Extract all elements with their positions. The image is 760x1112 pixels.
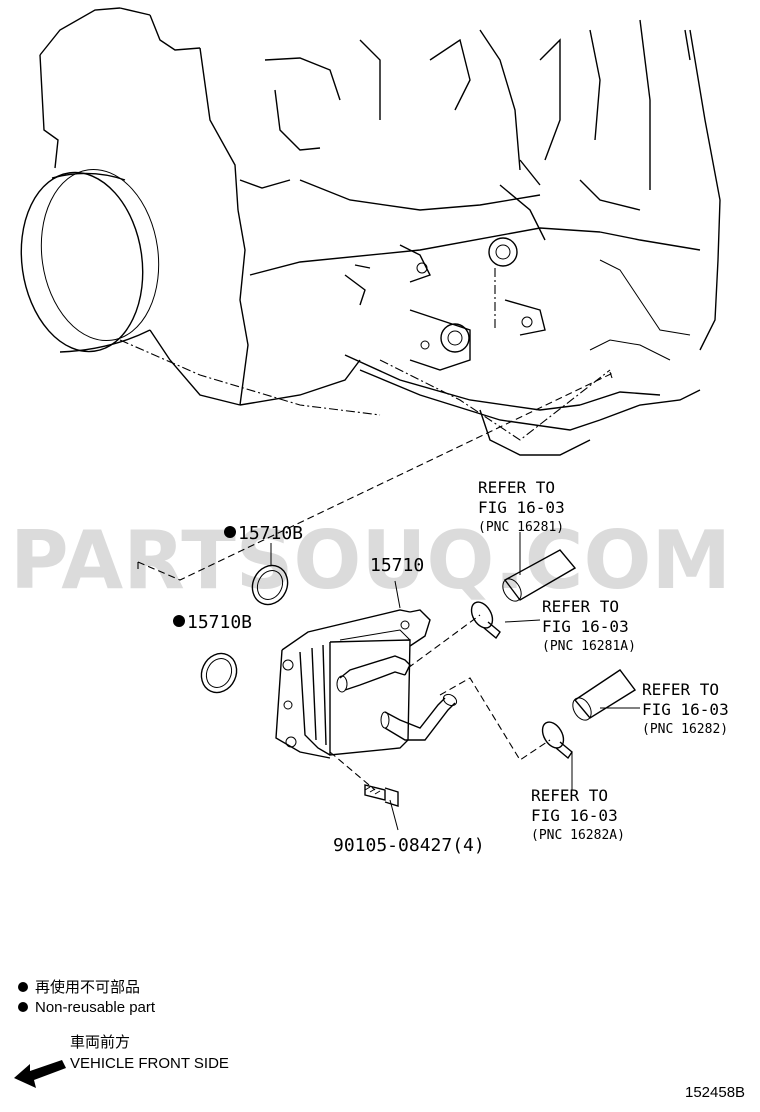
ref-line1: REFER TO	[642, 680, 719, 699]
ref-line1: REFER TO	[478, 478, 555, 497]
legend-jp: 再使用不可部品	[35, 979, 140, 996]
label-15710[interactable]: 15710	[370, 555, 424, 576]
ref-pnc: (PNC 16282A)	[531, 828, 625, 843]
ref-pnc: (PNC 16282)	[642, 722, 728, 737]
figure-id: 152458B	[685, 1084, 745, 1101]
ref-line1: REFER TO	[542, 597, 619, 616]
front-arrow-icon	[14, 1060, 66, 1088]
hose-16282[interactable]	[569, 669, 637, 723]
clamp-16281A[interactable]	[467, 598, 501, 640]
label-15710B-upper[interactable]: 15710B	[238, 523, 303, 544]
engine-block-drawing	[20, 7, 721, 456]
legend-bullet-en	[18, 1002, 28, 1012]
hose-16281[interactable]	[499, 549, 577, 604]
label-15710B-lower[interactable]: 15710B	[187, 612, 252, 633]
non-reusable-marker-upper	[224, 526, 236, 538]
non-reusable-marker-lower	[173, 615, 185, 627]
front-label-jp: 車両前方	[70, 1034, 130, 1051]
ref-pnc-16281[interactable]: REFER TO FIG 16-03 (PNC 16281)	[478, 478, 565, 535]
ref-line2: FIG 16-03	[642, 700, 729, 719]
ref-line2: FIG 16-03	[542, 617, 629, 636]
legend-en: Non-reusable part	[35, 999, 156, 1016]
clamp-16282A[interactable]	[538, 718, 573, 760]
ref-pnc-16281A[interactable]: REFER TO FIG 16-03 (PNC 16281A)	[542, 597, 636, 654]
oil-cooler-drawing[interactable]	[275, 609, 459, 759]
watermark: PARTSOUQ.COM	[10, 514, 731, 607]
ref-line1: REFER TO	[531, 786, 608, 805]
front-label-en: VEHICLE FRONT SIDE	[70, 1055, 229, 1072]
ref-line2: FIG 16-03	[478, 498, 565, 517]
ref-pnc: (PNC 16281)	[478, 520, 564, 535]
ref-line2: FIG 16-03	[531, 806, 618, 825]
gasket-upper[interactable]	[246, 560, 294, 611]
legend-bullet-jp	[18, 982, 28, 992]
leader-lines	[137, 371, 640, 831]
ref-pnc-16282[interactable]: REFER TO FIG 16-03 (PNC 16282)	[642, 680, 729, 737]
bolt-drawing[interactable]	[364, 784, 399, 807]
label-bolt-90105[interactable]: 90105-08427(4)	[333, 835, 485, 856]
gasket-lower[interactable]	[195, 648, 243, 699]
ref-pnc: (PNC 16281A)	[542, 639, 636, 654]
ref-pnc-16282A[interactable]: REFER TO FIG 16-03 (PNC 16282A)	[531, 786, 625, 843]
